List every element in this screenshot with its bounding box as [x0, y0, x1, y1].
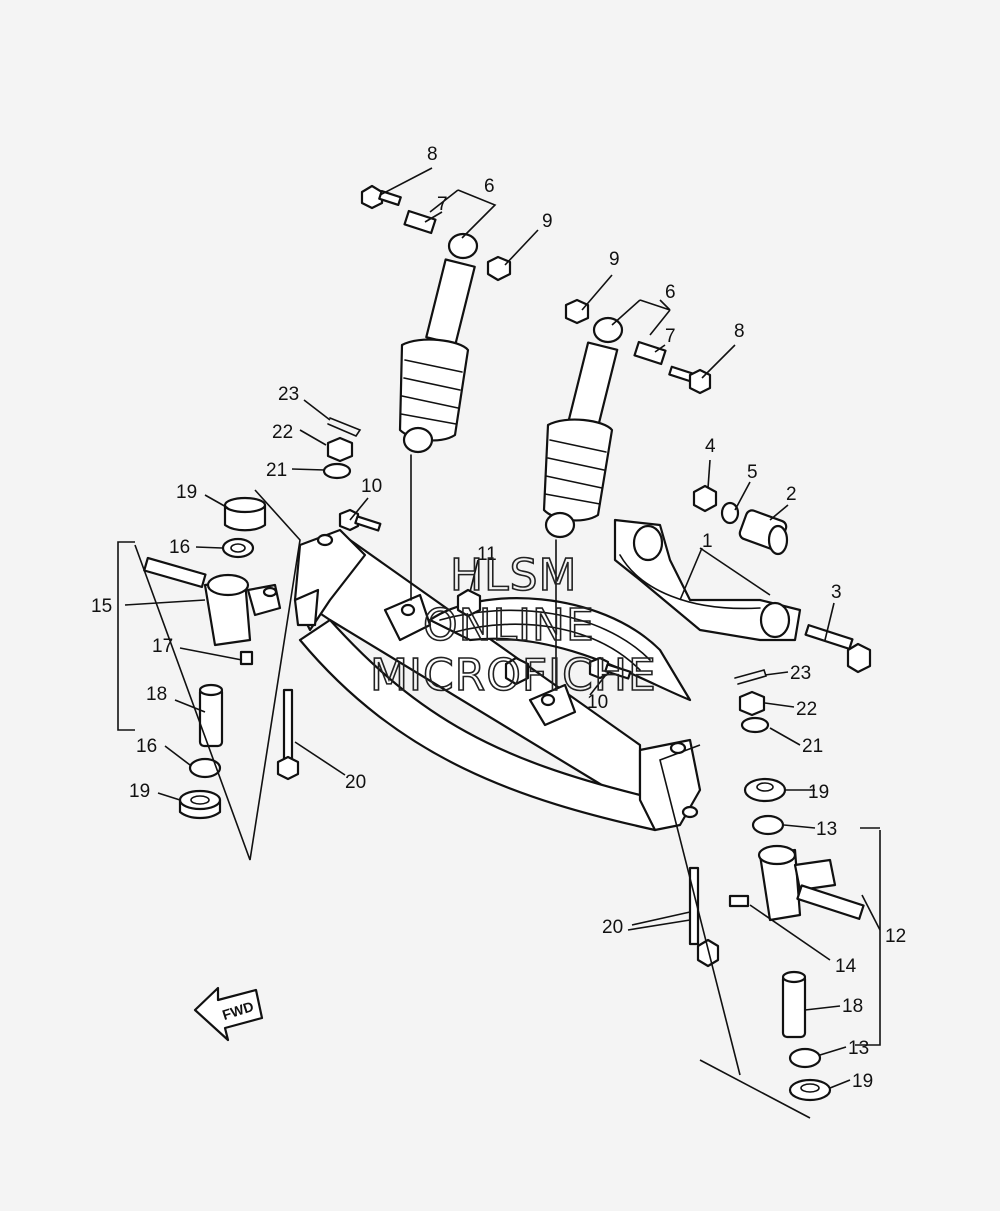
- callout-9a: 9: [542, 211, 553, 232]
- watermark-line-1: HLSM: [450, 550, 578, 601]
- callout-18a: 18: [146, 684, 167, 705]
- callout-16b: 16: [136, 736, 157, 757]
- castle-nut-22-left: [326, 436, 354, 463]
- callout-19b: 19: [129, 781, 150, 802]
- callout-22a: 22: [272, 422, 293, 443]
- watermark-line-2: ONLINE: [423, 600, 595, 651]
- callout-5: 5: [747, 462, 758, 483]
- bushing-16-left-bottom: [188, 757, 222, 779]
- callout-23b: 23: [790, 663, 811, 684]
- callout-12: 12: [885, 926, 906, 947]
- pivot-sleeve-18-right: [781, 970, 807, 1039]
- grease-nipple-17: [239, 650, 254, 666]
- collar-right: [633, 340, 667, 366]
- bushing-13-right-top: [751, 814, 785, 836]
- callout-4: 4: [705, 436, 716, 457]
- callout-21a: 21: [266, 460, 287, 481]
- castle-nut-22-right: [738, 690, 766, 717]
- forward-direction-arrow: FWD: [193, 986, 264, 1042]
- callout-6b: 6: [665, 282, 676, 303]
- nut-9-right: [564, 298, 590, 325]
- callout-6a: 6: [484, 176, 495, 197]
- callout-21b: 21: [802, 736, 823, 757]
- washer-5: [720, 501, 740, 525]
- callout-1: 1: [702, 531, 713, 552]
- callout-22b: 22: [796, 699, 817, 720]
- callout-23a: 23: [278, 384, 299, 405]
- bushing-13-right-bottom: [788, 1047, 822, 1069]
- nut-11: [456, 588, 530, 686]
- washer-21-left: [322, 462, 352, 480]
- bolt-10-left: [338, 508, 382, 532]
- collar-left: [403, 209, 437, 235]
- callout-17: 17: [152, 636, 173, 657]
- callout-9b: 9: [609, 249, 620, 270]
- callout-19a: 19: [176, 482, 197, 503]
- callout-20b: 20: [602, 917, 623, 938]
- callout-10b: 10: [587, 692, 608, 713]
- callout-19c: 19: [808, 782, 829, 803]
- cotter-pin-23-left: [327, 417, 362, 437]
- upper-shock-bolt-right: [668, 365, 712, 395]
- nut-4: [692, 484, 718, 513]
- callout-20a: 20: [345, 772, 366, 793]
- callout-18b: 18: [842, 996, 863, 1017]
- callout-11: 11: [477, 544, 497, 565]
- watermark: HLSM ONLINE MICROFICHE: [369, 549, 657, 702]
- knuckle-15: [143, 556, 282, 647]
- pivot-bolt-3: [804, 624, 872, 674]
- long-bolt-20-right: [688, 866, 720, 968]
- callout-14: 14: [835, 956, 857, 977]
- upper-shock-bolt-left: [360, 184, 402, 210]
- callout-19d: 19: [852, 1071, 873, 1092]
- callout-8b: 8: [734, 321, 745, 342]
- callout-7b: 7: [665, 326, 676, 347]
- cotter-pin-23-right: [734, 669, 768, 685]
- callout-3: 3: [831, 582, 842, 603]
- dust-seal-19-left-top: [223, 496, 267, 532]
- callout-7a: 7: [437, 194, 448, 215]
- pivot-sleeve-18-left: [198, 683, 224, 748]
- callout-13b: 13: [848, 1038, 869, 1059]
- dust-seal-19-left-bottom: [178, 789, 222, 820]
- knuckle-12: [757, 844, 865, 922]
- left-shock-absorber: [398, 232, 479, 601]
- grease-nipple-14: [728, 894, 750, 908]
- bushing-2: [738, 509, 789, 556]
- bolt-10-right: [588, 656, 632, 680]
- washer-21-right: [740, 716, 770, 734]
- callout-labels: 8 6 7 9 9 6 7 8 23 22 21 4 5 2 1 10 11 3…: [91, 144, 906, 1092]
- callout-16a: 16: [169, 537, 190, 558]
- callout-10a: 10: [361, 476, 382, 497]
- callout-15: 15: [91, 596, 112, 617]
- right-shock-absorber: [542, 316, 624, 691]
- leader-lines: [117, 167, 881, 1119]
- front-arm-frame: [293, 518, 802, 832]
- long-bolt-20-left: [276, 688, 300, 781]
- callout-13a: 13: [816, 819, 837, 840]
- nut-9-left: [486, 255, 512, 282]
- bushing-16-left-top: [221, 537, 255, 559]
- dust-seal-19-right-top: [743, 777, 787, 803]
- callout-8a: 8: [427, 144, 438, 165]
- watermark-line-3: MICROFICHE: [370, 650, 657, 701]
- dust-seal-19-right-bottom: [788, 1078, 832, 1102]
- callout-2: 2: [786, 484, 797, 505]
